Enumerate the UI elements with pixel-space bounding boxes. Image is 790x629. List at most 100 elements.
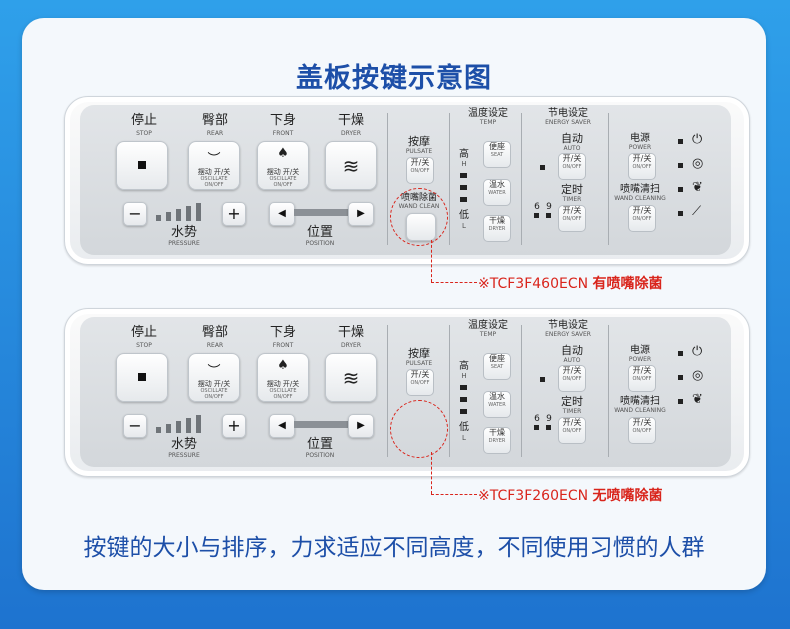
model-note-460-model: ※TCF3F460ECN: [478, 276, 593, 292]
position-right-button[interactable]: ▶: [348, 414, 374, 438]
seat-temp-sub: SEAT: [490, 364, 504, 370]
power-onoff: 开/关: [632, 154, 652, 163]
pressure-plus-button[interactable]: +: [222, 414, 246, 438]
dryer-wave-icon: ≋: [342, 366, 360, 390]
auto-onoff: 开/关: [562, 366, 582, 375]
front-button[interactable]: ♠ 摆动 开/关 OSCILLATE ON/OFF: [257, 353, 309, 402]
rear-oscillate-label: 摆动 开/关: [197, 168, 231, 176]
timer-nine: 9: [546, 414, 552, 424]
footer-caption: 按键的大小与排序，力求适应不同高度，不同使用习惯的人群: [83, 535, 705, 561]
callout-line: [431, 240, 432, 282]
eco-leaf-icon: ❦: [692, 180, 703, 195]
content-card: 盖板按键示意图 停止 STOP 臀部 REAR ︶ 摆动 开/关 OSCILLA…: [22, 18, 766, 590]
pressure-plus-button[interactable]: +: [222, 202, 246, 226]
model-note-260: ※TCF3F260ECN 无喷嘴除菌: [478, 485, 663, 505]
dryer-temp-sub: DRYER: [488, 438, 506, 444]
energy-label: 节电设定: [548, 320, 588, 331]
energy-label: 节电设定: [548, 108, 588, 119]
front-button[interactable]: ♠ 摆动 开/关 OSCILLATE ON/OFF: [257, 141, 309, 190]
power-indicator-icon: ⏻: [692, 344, 703, 359]
energy-sub: ENERGY SAVER: [545, 119, 591, 126]
model-note-460-emph: 有喷嘴除菌: [592, 276, 663, 292]
temp-low-sub: L: [462, 434, 466, 442]
dryer-temp-label: 干燥: [489, 216, 505, 225]
stop-button[interactable]: [116, 141, 168, 190]
dryer-button[interactable]: ≋: [325, 141, 377, 190]
power-onoff: 开/关: [632, 366, 652, 375]
wand-cleaning-label: 喷嘴清扫: [620, 184, 660, 195]
timer-label: 定时: [561, 395, 583, 408]
rear-sub: REAR: [206, 342, 224, 349]
position-left-button[interactable]: ◀: [269, 202, 295, 226]
divider: [449, 113, 450, 245]
position-track: [294, 209, 348, 216]
timer-nine: 9: [546, 202, 552, 212]
position-label: 位置: [306, 437, 333, 452]
dryer-sub: DRYER: [340, 130, 362, 137]
timer-onoff-sub: ON/OFF: [562, 428, 582, 434]
auto-onoff-sub: ON/OFF: [562, 376, 582, 382]
rear-oscillate-label: 摆动 开/关: [197, 380, 231, 388]
stop-sub: STOP: [136, 130, 152, 137]
wand-cleaning-sub: WAND CLEANING: [614, 407, 666, 414]
wand-cleaning-label: 喷嘴清扫: [620, 396, 660, 407]
power-label: 电源: [630, 133, 650, 144]
temp-high-sub: H: [461, 372, 467, 380]
temp-high: 高: [459, 361, 469, 372]
stop-icon: [138, 161, 146, 169]
front-spray-icon: ♠: [277, 358, 289, 373]
position-left-button[interactable]: ◀: [269, 414, 295, 438]
callout-line: [431, 282, 477, 283]
temp-low: 低: [459, 210, 469, 221]
dryer-button[interactable]: ≋: [325, 353, 377, 402]
pressure-label: 水势: [170, 437, 197, 452]
toilet-indicator-icon: ◎: [692, 156, 704, 171]
front-sub: FRONT: [272, 342, 294, 349]
front-label: 下身: [269, 113, 296, 128]
stop-label: 停止: [130, 325, 157, 340]
power-label: 电源: [630, 345, 650, 356]
position-track: [294, 421, 348, 428]
rear-button[interactable]: ︶ 摆动 开/关 OSCILLATE ON/OFF: [188, 141, 240, 190]
auto-sub: AUTO: [563, 145, 581, 152]
pulsate-sub: PULSATE: [405, 148, 433, 155]
temp-sub: TEMP: [479, 119, 497, 126]
control-panel-460: 停止 STOP 臀部 REAR ︶ 摆动 开/关 OSCILLATE ON/OF…: [64, 96, 750, 265]
page-title: 盖板按键示意图: [296, 63, 492, 94]
rear-button[interactable]: ︶ 摆动 开/关 OSCILLATE ON/OFF: [188, 353, 240, 402]
temp-label: 温度设定: [468, 320, 508, 331]
pressure-minus-button[interactable]: −: [123, 202, 147, 226]
seat-temp-sub: SEAT: [490, 152, 504, 158]
pulsate-onoff-sub: ON/OFF: [410, 380, 430, 386]
pulsate-button[interactable]: 开/关 ON/OFF: [406, 157, 434, 184]
divider: [387, 113, 388, 245]
power-sub: POWER: [628, 144, 652, 151]
power-indicator-icon: ⏻: [692, 132, 703, 147]
auto-label: 自动: [561, 132, 583, 145]
pulsate-button[interactable]: 开/关 ON/OFF: [406, 369, 434, 396]
front-spray-icon: ♠: [277, 146, 289, 161]
temp-low: 低: [459, 422, 469, 433]
stop-button[interactable]: [116, 353, 168, 402]
position-right-button[interactable]: ▶: [348, 202, 374, 226]
auto-label: 自动: [561, 344, 583, 357]
pulsate-onoff: 开/关: [410, 158, 430, 167]
auto-sub: AUTO: [563, 357, 581, 364]
pressure-minus-button[interactable]: −: [123, 414, 147, 438]
seat-temp-label: 便座: [489, 142, 505, 151]
wand-cleaning-onoff-sub: ON/OFF: [632, 428, 652, 434]
